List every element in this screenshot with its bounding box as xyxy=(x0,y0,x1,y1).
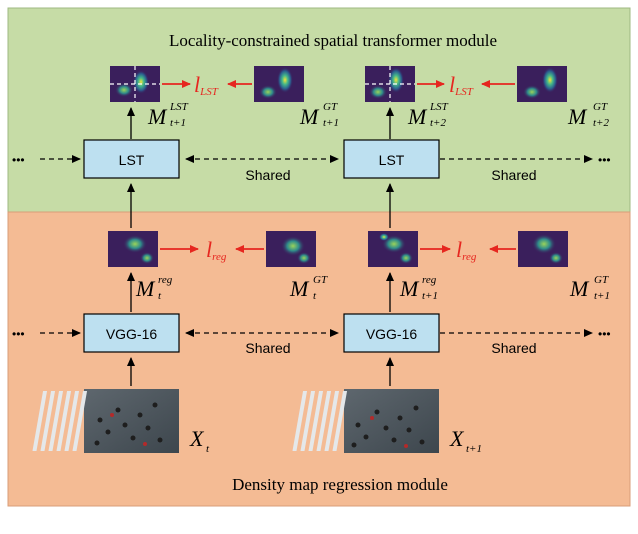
svg-text:GT: GT xyxy=(593,101,608,113)
svg-text:M: M xyxy=(399,276,420,301)
bottom-right-ellipsis: ••• xyxy=(598,327,611,341)
m-lst-t2-label: M LST t+2 xyxy=(407,101,449,129)
top-shared-label-1: Shared xyxy=(245,167,290,183)
vgg16-block-2: VGG-16 xyxy=(343,313,440,353)
lst-prediction-map-2 xyxy=(365,66,415,102)
svg-text:t+1: t+1 xyxy=(323,117,339,129)
top-shared-label-2: Shared xyxy=(491,167,536,183)
svg-text:t: t xyxy=(313,290,317,302)
top-left-ellipsis: ••• xyxy=(12,153,25,167)
svg-text:t+1: t+1 xyxy=(594,290,610,302)
svg-text:t+1: t+1 xyxy=(422,290,438,302)
svg-text:GT: GT xyxy=(313,274,328,286)
svg-text:t+2: t+2 xyxy=(430,117,446,129)
bottom-shared-label-1: Shared xyxy=(245,340,290,356)
svg-text:LST: LST xyxy=(119,152,145,168)
lst-loss-label-2: lLST xyxy=(449,72,474,98)
svg-text:X: X xyxy=(449,426,465,451)
lst-gt-map-1 xyxy=(254,66,304,102)
svg-text:VGG-16: VGG-16 xyxy=(106,326,158,342)
m-reg-t1-label: M reg t+1 xyxy=(399,274,438,302)
svg-text:M: M xyxy=(135,276,156,301)
m-gt-t1-label: M GT t+1 xyxy=(299,101,339,129)
svg-text:LST: LST xyxy=(169,101,189,113)
reg-gt-map-1 xyxy=(266,231,316,267)
svg-text:M: M xyxy=(567,104,588,129)
lst-prediction-map-1 xyxy=(110,66,160,102)
reg-loss-label-2: lreg xyxy=(456,237,477,263)
svg-text:M: M xyxy=(289,276,310,301)
x-t1-label: X t+1 xyxy=(449,426,482,455)
top-module-title: Locality-constrained spatial transformer… xyxy=(169,31,497,50)
svg-text:VGG-16: VGG-16 xyxy=(366,326,418,342)
svg-text:t: t xyxy=(206,443,210,455)
svg-text:reg: reg xyxy=(158,274,173,286)
lst-block-1: LST xyxy=(83,139,180,179)
svg-text:t+1: t+1 xyxy=(170,117,186,129)
m-gt-t2-label: M GT t+2 xyxy=(567,101,609,129)
m-reg-t-label: M reg t xyxy=(135,274,173,302)
svg-text:t+1: t+1 xyxy=(466,443,482,455)
vgg16-block-1: VGG-16 xyxy=(83,313,180,353)
lst-gt-map-2 xyxy=(517,66,567,102)
input-frame-t xyxy=(32,389,179,453)
svg-text:reg: reg xyxy=(422,274,437,286)
svg-text:LST: LST xyxy=(429,101,449,113)
svg-text:LST: LST xyxy=(379,152,405,168)
svg-text:M: M xyxy=(569,276,590,301)
m-gt-t1-bottom-label: M GT t+1 xyxy=(569,274,610,302)
svg-text:M: M xyxy=(147,104,168,129)
svg-text:GT: GT xyxy=(594,274,609,286)
bottom-left-ellipsis: ••• xyxy=(12,327,25,341)
bottom-module-title: Density map regression module xyxy=(232,475,448,494)
svg-text:X: X xyxy=(189,426,205,451)
svg-text:t: t xyxy=(158,290,162,302)
bottom-shared-label-2: Shared xyxy=(491,340,536,356)
lst-loss-label-1: lLST xyxy=(194,72,219,98)
top-right-ellipsis: ••• xyxy=(598,153,611,167)
svg-text:t+2: t+2 xyxy=(593,117,609,129)
m-gt-t-label: M GT t xyxy=(289,274,328,302)
reg-prediction-map-1 xyxy=(108,231,158,267)
input-frame-t1 xyxy=(292,389,439,453)
svg-text:GT: GT xyxy=(323,101,338,113)
m-lst-t1-label: M LST t+1 xyxy=(147,101,189,129)
x-t-label: X t xyxy=(189,426,210,455)
reg-gt-map-2 xyxy=(518,231,568,267)
svg-text:M: M xyxy=(407,104,428,129)
svg-text:M: M xyxy=(299,104,320,129)
lst-block-2: LST xyxy=(343,139,440,179)
reg-loss-label-1: lreg xyxy=(206,237,227,263)
reg-prediction-map-2 xyxy=(368,231,418,267)
